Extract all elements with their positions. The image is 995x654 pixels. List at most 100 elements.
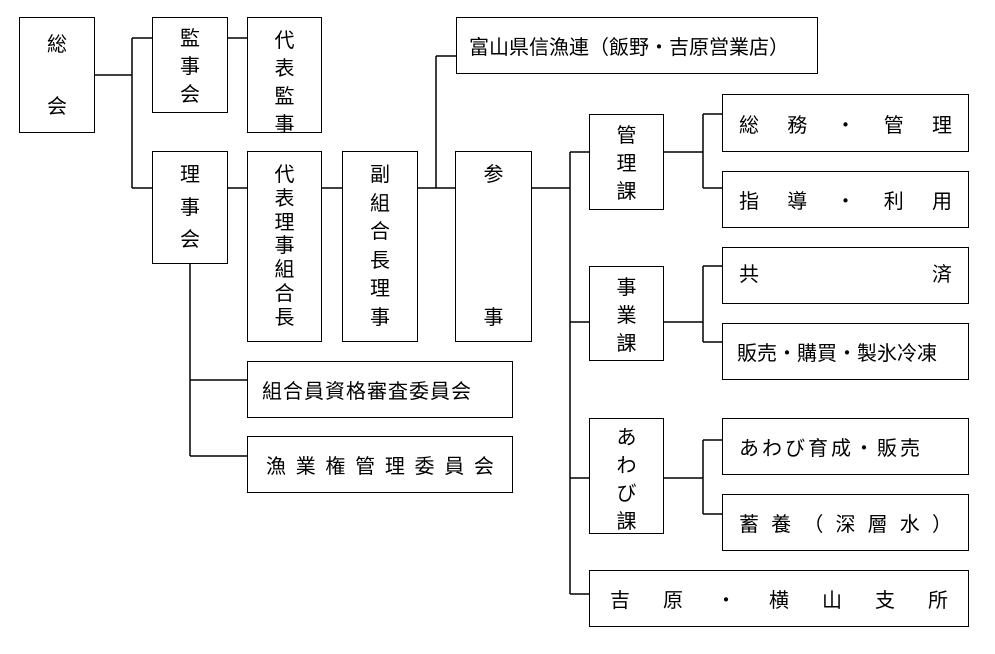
label-char: 会 [180,82,200,106]
label-char: 養 [771,512,792,536]
node-shingyoren-label: 富山県信漁連（飯野・吉原営業店） [469,35,789,59]
label-char: 表 [274,56,295,80]
node-sanji-label: 参事 [484,164,504,327]
node-rijikai: 理事会 [152,151,228,264]
label-char: 合 [274,281,295,306]
node-hanbai-label: 販売・購買・製氷冷凍 [737,341,937,365]
label-char: 理 [370,276,390,301]
node-fuku-kumiaicho: 副組合長理事 [342,151,418,342]
label-char: 共 [739,262,759,286]
label-char: 総 [47,32,67,56]
node-somu-kanri-label: 総務・管理 [739,109,952,138]
label-char: 所 [928,588,948,612]
node-gyogyoken-iinkai: 漁業権管理委員会 [247,436,513,493]
label-char: 事 [180,194,200,219]
label-char: 導 [787,189,808,213]
node-shido-riyo-label: 指 導 ・ 利 用 [739,185,952,214]
node-kyosai-label: 共済 [739,258,952,287]
node-kanri-ka: 管理課 [589,114,664,210]
node-awabi-ikusei: あわび育成・販売 [722,418,969,475]
node-awabi-ikusei-label: あわび育成・販売 [739,436,923,460]
node-daihyo-riji: 代表理事組合長 [247,151,322,342]
node-fuku-kumiaicho-label: 副組合長理事 [370,164,390,327]
label-char: 漁 [266,454,286,478]
label-char: 権 [325,454,346,478]
node-awabi-ka: あわび課 [589,418,664,534]
label-char: 課 [616,179,637,203]
label-char: ・ [835,112,856,137]
label-char: わ [616,453,637,477]
node-shisho-label: 吉原・横山支所 [610,584,948,613]
label-char: 管 [355,454,376,478]
label-char: 長 [370,247,390,272]
node-kanjikai: 監事会 [152,17,228,113]
node-daihyo-kanji: 代表監事 [247,17,322,134]
label-char: （ [803,512,824,536]
node-somu-kanri: 総務・管理 [722,94,969,152]
node-shisho: 吉原・横山支所 [589,570,969,627]
label-char: 務 [787,112,808,137]
label-char: 利 [883,189,904,213]
label-char: 層 [867,512,888,536]
label-char: 理 [616,151,637,175]
label-char: 横 [769,588,789,612]
label-char: 蓄 [739,512,759,536]
node-jigyo-ka-label: 事業課 [617,277,637,353]
label-char: 組 [274,257,295,282]
label-char: 業 [616,303,637,327]
node-daihyo-kanji-label: 代表監事 [275,30,295,134]
label-char: 理 [384,454,405,478]
label-char: 委 [414,454,435,478]
label-char: 用 [932,189,952,213]
label-char: 事 [274,112,295,136]
label-char: 組 [370,190,390,215]
label-char: 合 [370,219,390,244]
label-char: 指 [739,189,759,213]
label-char: 代 [274,28,295,52]
label-char: 員 [444,454,465,478]
label-char: 会 [473,454,494,478]
node-sanji: 参事 [455,151,532,342]
label-char: 吉 [610,588,630,612]
label-char: 課 [616,509,637,533]
label-char: 理 [274,209,295,234]
label-char: 会 [180,227,200,251]
label-char: 理 [932,112,952,137]
node-soukai-label: 総 会 [47,34,67,116]
label-char: び [616,481,637,505]
label-char: 原 [663,588,683,612]
node-chikuyo: 蓄養 （ 深層水 ） [722,494,969,551]
node-jigyo-ka: 事業課 [589,266,664,361]
label-char: ） [931,512,952,536]
node-shingyoren: 富山県信漁連（飯野・吉原営業店） [456,17,818,74]
label-char: 副 [370,162,390,186]
node-kanjikai-label: 監事会 [180,28,200,104]
label-char: 理 [180,162,200,186]
label-char: 事 [483,305,504,329]
label-char: 事 [180,54,200,78]
node-soukai: 総 会 総会 [19,17,95,133]
label-char: 事 [616,275,637,299]
label-char: 長 [274,304,295,329]
label-char: 深 [835,512,856,536]
label-char: 監 [274,84,295,108]
label-char: あ [616,425,637,449]
node-shido-riyo: 指 導 ・ 利 用 [722,171,969,228]
label-char: 代 [274,162,295,186]
node-chikuyo-label: 蓄養 （ 深層水 ） [739,508,952,537]
label-char: 課 [616,331,637,355]
label-char: 山 [822,588,842,612]
label-char: 管 [616,123,637,147]
label-char: 事 [370,304,390,329]
label-char: 事 [274,233,295,258]
node-rijikai-label: 理事会 [180,164,200,249]
node-gyogyoken-iinkai-label: 漁業権管理委員会 [266,450,494,479]
label-char: 参 [483,162,504,186]
label-char: ・ [835,189,856,213]
label-char: 表 [274,185,295,210]
node-shikaku-iinkai-label: 組合員資格審査委員会 [262,379,472,403]
node-hanbai: 販売・購買・製氷冷凍 [722,323,969,380]
label-char: 監 [180,26,200,50]
label-char: 水 [899,512,920,536]
